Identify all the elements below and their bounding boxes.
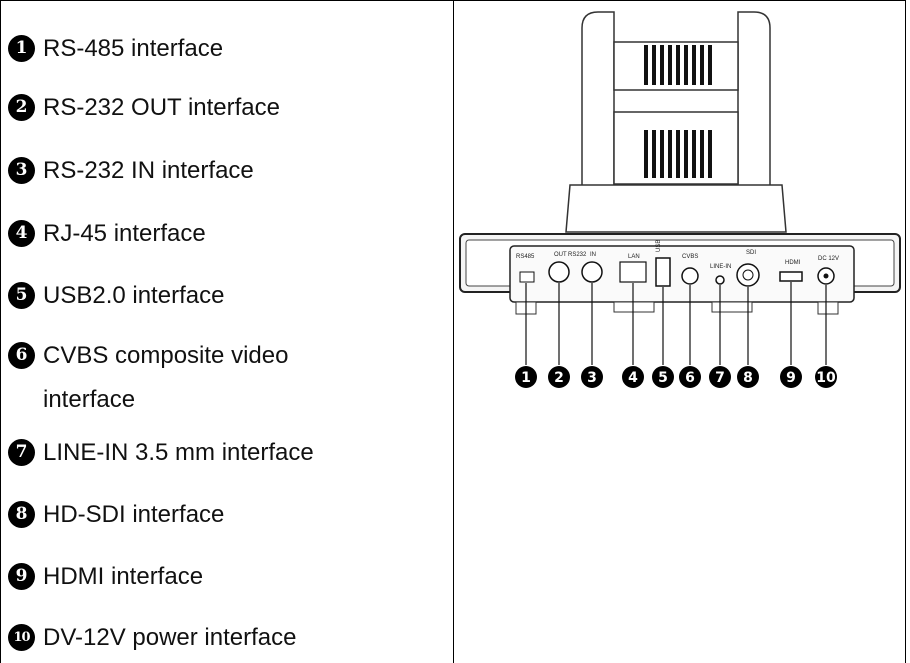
number-badge: 2 [8,94,35,121]
interface-label: RJ-45 interface [43,220,206,247]
number-badge: 4 [8,220,35,247]
list-item-rj45: 4 RJ-45 interface [8,218,433,256]
callout-number: 5 [658,370,668,386]
callout-number: 2 [554,370,564,386]
label-lan: LAN [628,254,640,260]
list-item-hdsdi: 8 HD-SDI interface [8,499,433,537]
linein-port [715,275,725,285]
list-item-rs232-in: 3 RS-232 IN interface [8,155,433,193]
callout-number: 3 [587,370,597,386]
vent-upper [644,45,712,85]
label-rs485: RS485 [516,254,535,260]
interface-label: HD-SDI interface [43,501,225,528]
list-item-usb: 5 USB2.0 interface [8,280,433,318]
label-linein: LINE-IN [710,264,731,270]
interface-label: USB2.0 interface [43,282,225,309]
label-out: OUT [554,252,567,258]
interface-label: RS-232 OUT interface [43,94,280,121]
label-dc12v: DC 12V [818,256,839,262]
callout-badge [548,366,570,388]
cvbs-port [681,267,699,285]
label-cvbs: CVBS [682,254,698,260]
callout-number: 10 [816,370,836,386]
callout-badge [780,366,802,388]
label-hdmi: HDMI [785,260,801,266]
leader-lines [525,282,827,365]
callout-number: 9 [786,370,796,386]
callout-number: 7 [715,370,725,386]
label-usb: USB [656,240,662,252]
camera-rear-panel-diagram: RS485 OUT RS232 IN LAN USB CVBS LINE-IN … [454,0,906,400]
callout-badge [679,366,701,388]
rs485-port [519,271,535,283]
label-rs232: RS232 [568,252,587,258]
interface-label: RS-232 IN interface [43,157,254,184]
camera-base: RS485 OUT RS232 IN LAN USB CVBS LINE-IN … [459,233,901,315]
list-item-cvbs: 6 CVBS composite video interface [8,340,343,422]
list-item-power: 10 DV-12V power interface [8,622,433,660]
callout-number: 6 [685,370,695,386]
callout-badge [581,366,603,388]
interface-label: LINE-IN 3.5 mm interface [43,439,314,466]
rj45-port [619,261,647,283]
callout-number: 1 [521,370,531,386]
number-badge: 8 [8,501,35,528]
list-item-rs232-out: 2 RS-232 OUT interface [8,92,433,130]
interface-label: HDMI interface [43,563,204,590]
interface-label: CVBS composite video interface [43,342,289,413]
list-item-hdmi: 9 HDMI interface [8,561,433,599]
number-badge: 1 [8,35,35,62]
number-badge: 6 [8,342,35,369]
number-badge: 9 [8,563,35,590]
callout-badge [652,366,674,388]
callout-badge [515,366,537,388]
callout-number: 4 [628,370,638,386]
interface-label: RS-485 interface [43,35,224,62]
callout-badge [815,366,837,388]
usb-port [655,257,671,287]
table-column-divider [453,0,454,663]
label-in: IN [590,252,596,258]
list-item-linein: 7 LINE-IN 3.5 mm interface [8,437,433,475]
number-badge: 7 [8,439,35,466]
label-sdi: SDI [746,250,756,256]
vent-lower [644,130,712,178]
number-badge: 5 [8,282,35,309]
callout-badge [622,366,644,388]
camera-head [565,11,787,233]
callout-number: 8 [743,370,753,386]
number-badge: 10 [8,624,35,651]
interface-label: DV-12V power interface [43,624,297,651]
number-badge: 3 [8,157,35,184]
callout-badge [709,366,731,388]
hdmi-port [779,271,803,282]
list-item-rs485: 1 RS-485 interface [8,33,433,71]
rs232-in-port [581,261,603,283]
rs232-out-port [548,261,570,283]
callout-badge [737,366,759,388]
callouts: 1 2 3 4 5 6 7 8 9 10 [515,366,837,388]
camera-illustration: RS485 OUT RS232 IN LAN USB CVBS LINE-IN … [459,11,901,388]
